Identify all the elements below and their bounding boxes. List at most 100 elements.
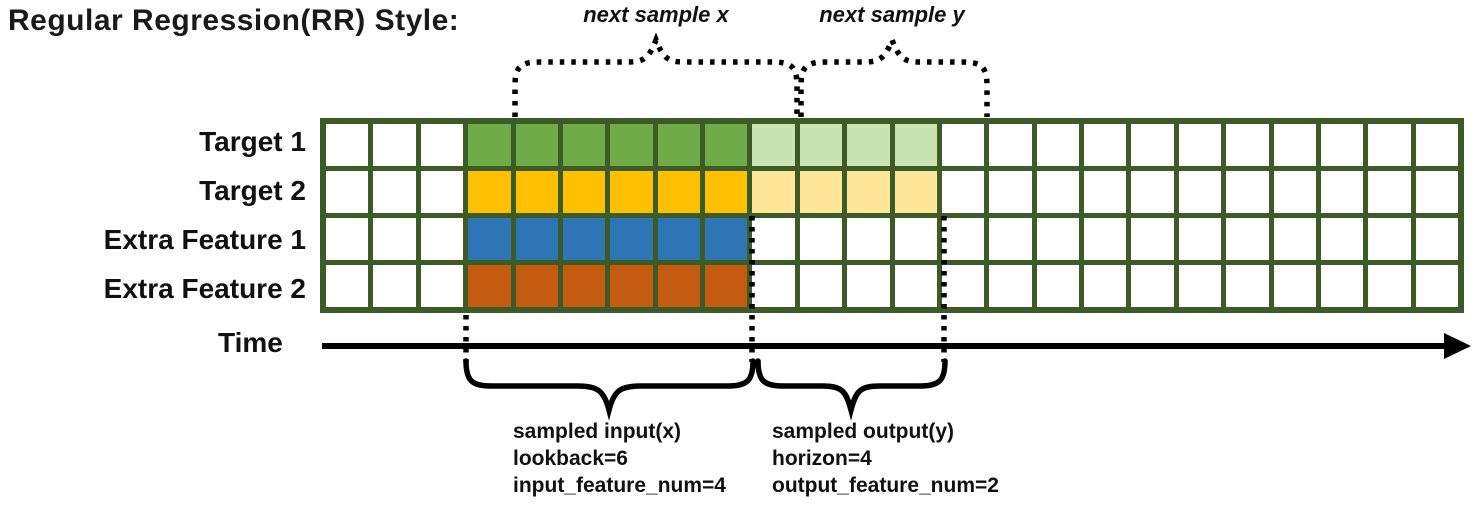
sampled-output-brace bbox=[755, 358, 948, 421]
grid-cell bbox=[562, 124, 606, 166]
row-label: Extra Feature 1 bbox=[103, 223, 306, 255]
sampled-output-line: sampled output(y) bbox=[772, 420, 954, 443]
grid-cell bbox=[1036, 171, 1079, 213]
grid-cell bbox=[1320, 218, 1364, 260]
grid-cell bbox=[657, 265, 700, 307]
grid-cell bbox=[1036, 265, 1079, 307]
time-axis-label: Time bbox=[218, 327, 283, 358]
grid-cell bbox=[326, 171, 369, 213]
grid-cell bbox=[326, 265, 369, 307]
grid-cell bbox=[515, 265, 558, 307]
grid-cell bbox=[657, 124, 700, 166]
grid-cell bbox=[515, 218, 558, 260]
grid-cell bbox=[1036, 124, 1079, 166]
grid-cell bbox=[1273, 218, 1316, 260]
grid-cell bbox=[1320, 124, 1364, 166]
grid-cell bbox=[1178, 171, 1222, 213]
grid-cell bbox=[420, 218, 464, 260]
grid-cell bbox=[562, 265, 606, 307]
grid-cell bbox=[847, 218, 890, 260]
grid-cell bbox=[420, 265, 464, 307]
grid-cell bbox=[420, 124, 464, 166]
grid-cell bbox=[799, 218, 843, 260]
grid-cell bbox=[373, 124, 416, 166]
grid-cell bbox=[847, 171, 890, 213]
grid-cell bbox=[752, 124, 795, 166]
next-sample-y-label: next sample y bbox=[819, 2, 965, 27]
grid-cell bbox=[610, 124, 653, 166]
grid-cell bbox=[847, 265, 890, 307]
grid-cell bbox=[1415, 265, 1458, 307]
grid-cell bbox=[1178, 218, 1222, 260]
grid-cell bbox=[1226, 171, 1269, 213]
diagram-title: Regular Regression(RR) Style: bbox=[8, 4, 460, 37]
grid-cell bbox=[1226, 124, 1269, 166]
grid-cell bbox=[1368, 124, 1411, 166]
grid-cell bbox=[1273, 265, 1316, 307]
grid-cell bbox=[657, 218, 700, 260]
grid-cell bbox=[941, 124, 985, 166]
grid-cell bbox=[326, 124, 369, 166]
input-feature-num-line: input_feature_num=4 bbox=[513, 474, 726, 497]
grid-cell bbox=[705, 218, 748, 260]
grid-cell bbox=[515, 124, 558, 166]
output-feature-num-line: output_feature_num=2 bbox=[772, 474, 999, 497]
grid-cell bbox=[894, 218, 937, 260]
grid-cell bbox=[420, 171, 464, 213]
grid-cell bbox=[1368, 265, 1411, 307]
grid-cell bbox=[1131, 218, 1174, 260]
grid-cell bbox=[752, 218, 795, 260]
grid-cell bbox=[941, 218, 985, 260]
grid-cell bbox=[1084, 171, 1127, 213]
grid-cell bbox=[894, 124, 937, 166]
grid-cell bbox=[1273, 124, 1316, 166]
grid-cell bbox=[373, 171, 416, 213]
grid-cell bbox=[941, 171, 985, 213]
grid-cell bbox=[657, 171, 700, 213]
sampled-output-annotation: sampled output(y) horizon=4 output_featu… bbox=[772, 418, 999, 499]
grid-cell bbox=[705, 265, 748, 307]
grid-cell bbox=[1131, 124, 1174, 166]
grid-cell bbox=[1084, 265, 1127, 307]
grid-cell bbox=[941, 265, 985, 307]
grid-cell bbox=[799, 171, 843, 213]
grid-cell bbox=[515, 171, 558, 213]
grid-cell bbox=[1368, 218, 1411, 260]
grid-cell bbox=[1415, 171, 1458, 213]
grid-cell bbox=[1178, 124, 1222, 166]
grid-cell bbox=[1368, 171, 1411, 213]
sampled-input-annotation: sampled input(x) lookback=6 input_featur… bbox=[513, 418, 726, 499]
grid-cell bbox=[847, 124, 890, 166]
grid-cell bbox=[562, 218, 606, 260]
row-label: Target 2 bbox=[199, 175, 306, 207]
lookback-line: lookback=6 bbox=[513, 447, 628, 470]
grid-cell bbox=[752, 265, 795, 307]
grid-cell bbox=[799, 124, 843, 166]
grid-cell bbox=[610, 218, 653, 260]
grid-cell bbox=[468, 265, 511, 307]
grid-cell bbox=[1273, 171, 1316, 213]
grid-cell bbox=[1226, 265, 1269, 307]
grid-cell bbox=[1320, 265, 1364, 307]
grid-cell bbox=[989, 171, 1032, 213]
next-sample-x-brace bbox=[512, 32, 800, 117]
grid-cell bbox=[1084, 124, 1127, 166]
grid-cell bbox=[562, 171, 606, 213]
grid-cell bbox=[799, 265, 843, 307]
sampled-input-brace bbox=[463, 358, 756, 421]
grid-cell bbox=[894, 265, 937, 307]
grid-cell bbox=[1226, 218, 1269, 260]
grid-cell bbox=[1178, 265, 1222, 307]
grid-cell bbox=[1131, 265, 1174, 307]
grid-cell bbox=[1084, 218, 1127, 260]
time-axis-arrowhead bbox=[1444, 333, 1471, 359]
grid-cell bbox=[468, 171, 511, 213]
grid-cell bbox=[468, 124, 511, 166]
grid-cell bbox=[752, 171, 795, 213]
grid-cell bbox=[373, 218, 416, 260]
grid-cell bbox=[705, 171, 748, 213]
grid-cell bbox=[468, 218, 511, 260]
row-label: Extra Feature 2 bbox=[103, 272, 306, 304]
